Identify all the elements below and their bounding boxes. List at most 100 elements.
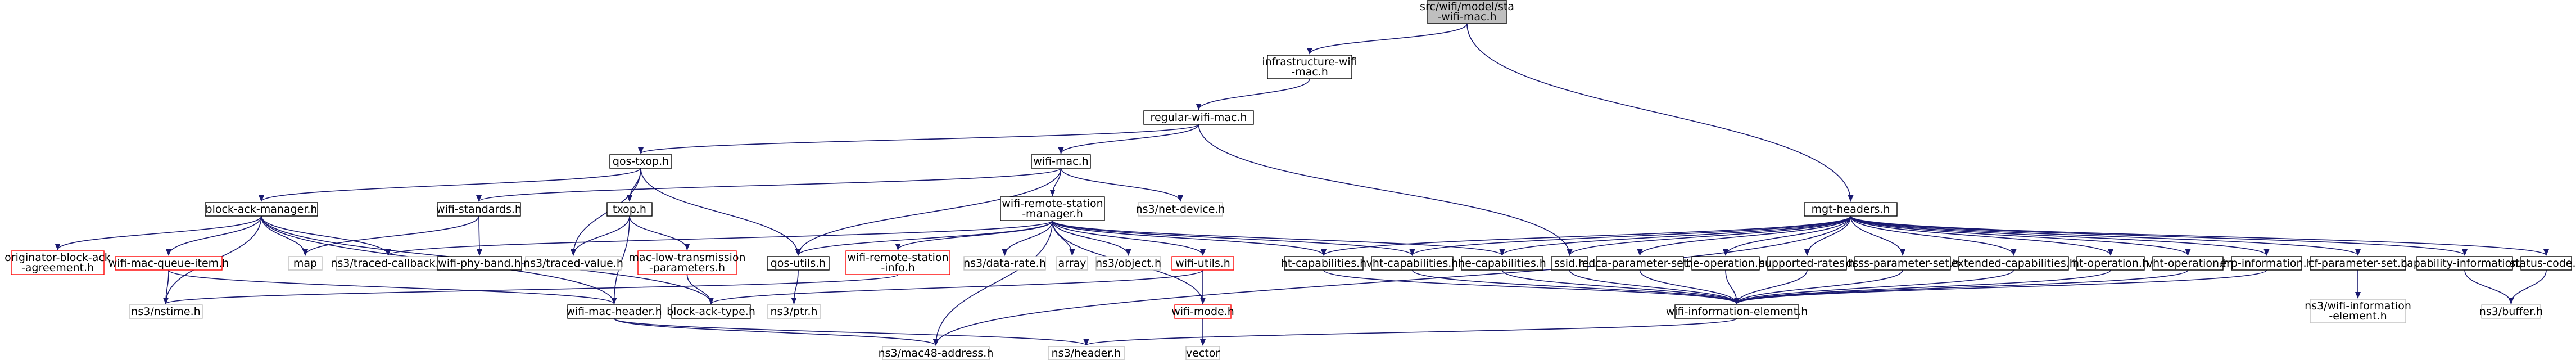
node-label: he-operation.h: [1686, 257, 1765, 269]
edge-txop-to-macheader: [611, 215, 630, 304]
edge-wrsm-to-qosutils: [795, 220, 1053, 256]
node-vhtop[interactable]: vht-operation.h: [2147, 256, 2229, 271]
node-label: wifi-mac.h: [1033, 155, 1088, 168]
node-label: ns3/buffer.h: [2479, 305, 2543, 318]
node-tracedval: ns3/traced-value.h: [523, 256, 623, 271]
edge-wifiutils-to-blockacktype: [708, 269, 1203, 304]
node-label: wifi-remote-station: [847, 251, 948, 264]
edge-wrsm-to-datarate: [1002, 220, 1053, 256]
node-box: [288, 256, 323, 271]
edge-qostxop-to-blockack: [259, 168, 641, 202]
node-txop[interactable]: txop.h: [606, 202, 653, 217]
node-box: [1767, 256, 1847, 271]
node-ssid[interactable]: ssid.h: [1551, 256, 1588, 271]
node-wifistd[interactable]: wifi-standards.h: [436, 202, 522, 217]
node-label: ns3/ptr.h: [770, 305, 817, 318]
node-label: capability-information.h: [2401, 257, 2529, 269]
edge-regular-to-ssid: [1198, 124, 1573, 256]
node-label: qos-utils.h: [771, 257, 826, 269]
node-cfparam[interactable]: cf-parameter-set.h: [2308, 256, 2407, 271]
node-label: ns3/net-device.h: [1136, 203, 1225, 215]
node-box: [767, 304, 821, 319]
node-suprates[interactable]: supported-rates.h: [1759, 256, 1855, 271]
node-tracedcb: ns3/traced-callback.h: [331, 256, 446, 271]
node-heop[interactable]: he-operation.h: [1686, 256, 1765, 271]
node-datarate: ns3/data-rate.h: [963, 256, 1046, 271]
node-regular[interactable]: regular-wifi-mac.h: [1143, 110, 1254, 125]
node-orig[interactable]: originator-block-ack-agreement.h: [4, 250, 111, 275]
edge-wifistd-to-map: [302, 215, 479, 256]
node-root[interactable]: src/wifi/model/sta-wifi-mac.h: [1420, 0, 1514, 24]
node-hecap[interactable]: he-capabilities.h: [1458, 256, 1546, 271]
node-box: [1804, 202, 1898, 217]
edge-mgt-to-vhtcap: [1409, 215, 1851, 256]
node-capinfo[interactable]: capability-information.h: [2401, 256, 2529, 271]
edge-txop-to-macltp: [629, 215, 690, 250]
edge-qostxop-to-qosutils: [640, 168, 801, 256]
node-macltp[interactable]: mac-low-transmission-parameters.h: [628, 250, 746, 275]
node-box: [606, 202, 653, 217]
node-label: status-code.h: [2510, 257, 2576, 269]
node-blockacktype[interactable]: block-ack-type.h: [667, 304, 755, 319]
edges-layer: [55, 23, 2549, 346]
node-erp[interactable]: erp-information.h: [2220, 256, 2314, 271]
node-box: [1674, 304, 1799, 319]
node-nswie: ns3/wifi-information-element.h: [2305, 299, 2411, 323]
edge-qostxop-to-txop: [627, 168, 641, 202]
node-htop[interactable]: ht-operation.h: [2072, 256, 2149, 271]
node-infra[interactable]: infrastructure-wifi-mac.h: [1262, 55, 1357, 79]
node-label: mgt-headers.h: [1812, 203, 1890, 215]
node-label: -parameters.h: [649, 262, 725, 274]
node-dsss[interactable]: dsss-parameter-set.h: [1846, 256, 1959, 271]
node-qosutils[interactable]: qos-utils.h: [767, 256, 830, 271]
node-vhtcap[interactable]: vht-capabilities.h: [1366, 256, 1459, 271]
node-htcap[interactable]: ht-capabilities.h: [1281, 256, 1366, 271]
node-phyband[interactable]: wifi-phy-band.h: [437, 256, 522, 271]
node-label: ns3/mac48-address.h: [879, 347, 994, 359]
node-box: [1048, 346, 1125, 360]
node-label: wifi-remote-station: [1002, 197, 1103, 210]
node-wrsm[interactable]: wifi-remote-station-manager.h: [1000, 196, 1105, 221]
node-header: ns3/header.h: [1048, 346, 1125, 360]
node-box: [129, 304, 203, 319]
node-wifimode[interactable]: wifi-mode.h: [1171, 304, 1234, 319]
node-box: [637, 250, 737, 275]
node-macheader[interactable]: wifi-mac-header.h: [566, 304, 662, 319]
node-label: wifi-mode.h: [1171, 305, 1234, 318]
node-queueitem[interactable]: wifi-mac-queue-item.h: [108, 256, 229, 271]
node-label: ns3/data-rate.h: [963, 257, 1046, 269]
node-label: array: [1058, 257, 1086, 269]
node-box: [1000, 196, 1105, 221]
edge-blockack-to-queueitem: [166, 215, 262, 256]
edge-queueitem-to-nstime: [163, 269, 169, 304]
node-wrsi[interactable]: wifi-remote-station-info.h: [845, 250, 950, 275]
node-label: vht-operation.h: [2147, 257, 2229, 269]
node-ptr: ns3/ptr.h: [767, 304, 821, 319]
node-qostxop[interactable]: qos-txop.h: [609, 154, 672, 169]
node-extcap[interactable]: extended-capabilities.h: [1951, 256, 2076, 271]
node-box: [437, 256, 522, 271]
node-mgt[interactable]: mgt-headers.h: [1804, 202, 1898, 217]
node-label: qos-txop.h: [613, 155, 669, 168]
edge-wrsm-to-tracedcb: [385, 220, 1053, 256]
node-label: mac-low-transmission: [628, 251, 745, 264]
node-blockack[interactable]: block-ack-manager.h: [205, 202, 318, 217]
edge-edca-to-wie: [1639, 269, 1740, 304]
node-label: ns3/header.h: [1052, 347, 1121, 359]
edge-blockack-to-tracedcb: [261, 215, 391, 256]
edge-mgt-to-status: [1850, 215, 2549, 256]
node-label: ns3/traced-value.h: [523, 257, 623, 269]
node-box: [2520, 256, 2572, 271]
edge-wrsm-to-hecap: [1052, 220, 1505, 256]
edge-queueitem-to-macheader: [168, 269, 617, 304]
node-wifimac[interactable]: wifi-mac.h: [1031, 154, 1091, 169]
node-edca[interactable]: edca-parameter-set.h: [1582, 256, 1698, 271]
node-box: [1551, 256, 1588, 271]
node-wie[interactable]: wifi-information-element.h: [1666, 304, 1808, 319]
edge-erp-to-wie: [1734, 269, 2267, 304]
node-box: [437, 202, 521, 217]
node-wifiutils[interactable]: wifi-utils.h: [1171, 256, 1234, 271]
node-label: wifi-standards.h: [436, 203, 522, 215]
node-box: [609, 154, 672, 169]
node-status[interactable]: status-code.h: [2510, 256, 2576, 271]
